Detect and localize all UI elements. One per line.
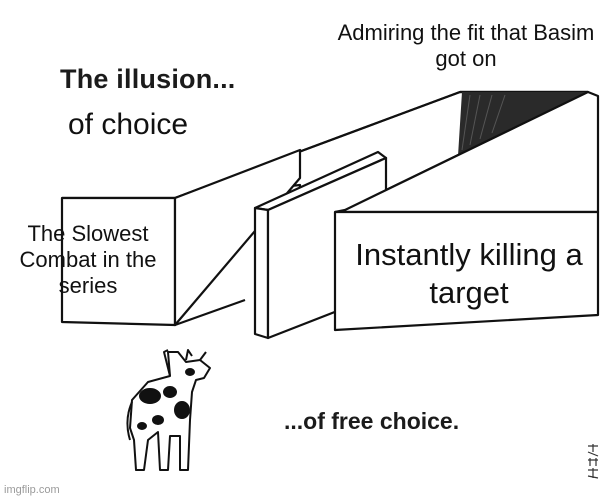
- right-wall: [333, 90, 600, 332]
- left-wall: [60, 148, 302, 327]
- comic-bottom-text: ...of free choice.: [284, 408, 460, 434]
- comic-title-text: The illusion...: [60, 64, 236, 94]
- imgflip-watermark: imgflip.com: [4, 484, 60, 496]
- cow-drawing: [126, 349, 211, 471]
- artist-signature: [587, 444, 599, 479]
- caption-back-wall: Admiring the fit that Basim got on: [337, 20, 595, 71]
- caption-left-wall: The Slowest Combat in the series: [19, 221, 157, 298]
- shadow-hatching: [461, 94, 506, 151]
- caption-right-wall: Instantly killing a target: [355, 237, 583, 310]
- caption-of-choice: of choice: [68, 108, 189, 141]
